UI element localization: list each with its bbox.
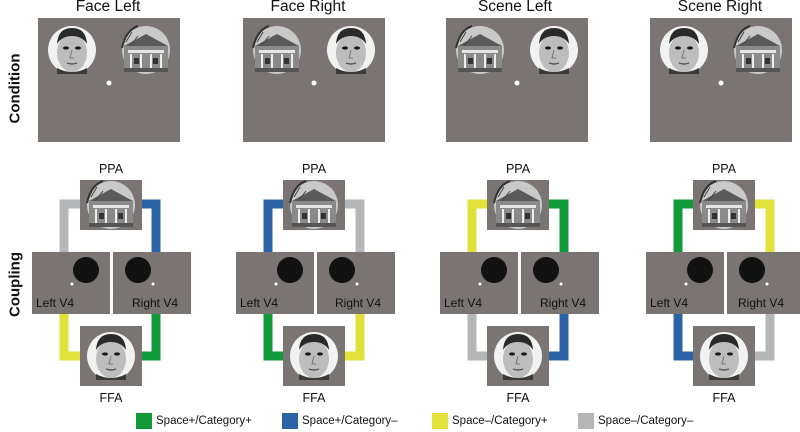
left-v4-label: Left V4 bbox=[650, 296, 689, 310]
attention-dot-icon bbox=[481, 257, 507, 283]
ffa-label: FFA bbox=[302, 391, 326, 405]
legend-item-space-neg-category-neg: Space–/Category– bbox=[578, 413, 693, 429]
ffa-label: FFA bbox=[99, 391, 123, 405]
coupling-line-ffa-right bbox=[340, 312, 365, 361]
coupling-line-ffa-left bbox=[673, 312, 698, 361]
legend-item-space-pos-category-neg: Space+/Category– bbox=[282, 413, 398, 429]
coupling-diagram-face-right bbox=[236, 180, 395, 386]
coupling-diagram-face-left bbox=[32, 180, 191, 386]
legend-label: Space–/Category+ bbox=[452, 415, 548, 428]
attention-dot-icon bbox=[329, 257, 355, 283]
attention-dot-icon bbox=[739, 257, 765, 283]
coupling-line-ppa-right bbox=[544, 199, 569, 256]
coupling-line-ffa-right bbox=[750, 312, 775, 361]
ppa-label: PPA bbox=[711, 162, 737, 176]
ppa-label: PPA bbox=[301, 162, 327, 176]
column-title-face-left: Face Left bbox=[75, 0, 141, 15]
coupling-line-ffa-left bbox=[263, 312, 288, 361]
face-stimulus-icon bbox=[699, 331, 749, 381]
legend-label: Space+/Category+ bbox=[156, 415, 252, 428]
legend-item-space-neg-category-pos: Space–/Category+ bbox=[432, 413, 548, 429]
right-v4-panel bbox=[727, 252, 800, 314]
ffa-label: FFA bbox=[506, 391, 530, 405]
condition-panel-face-right bbox=[243, 18, 385, 142]
legend-swatch bbox=[282, 413, 298, 429]
attention-dot-icon bbox=[687, 257, 713, 283]
fixation-dot-icon bbox=[106, 80, 112, 86]
scene-stimulus-icon bbox=[121, 25, 171, 75]
legend-label: Space–/Category– bbox=[598, 415, 694, 428]
ffa-label: FFA bbox=[712, 391, 736, 405]
column-title-face-right: Face Right bbox=[270, 0, 346, 15]
face-stimulus-icon bbox=[326, 25, 376, 75]
coupling-line-ppa-left bbox=[673, 199, 698, 256]
right-v4-label: Right V4 bbox=[738, 296, 785, 310]
legend-label: Space+/Category– bbox=[302, 415, 398, 428]
coupling-line-ppa-left bbox=[263, 199, 288, 256]
scene-stimulus-icon bbox=[699, 180, 749, 230]
attention-dot-icon bbox=[533, 257, 559, 283]
right-v4-label: Right V4 bbox=[132, 296, 179, 310]
attention-dot-icon bbox=[73, 257, 99, 283]
scene-stimulus-icon bbox=[733, 25, 783, 75]
coupling-line-ppa-left bbox=[59, 199, 84, 256]
coupling-line-ffa-left bbox=[467, 312, 492, 361]
coupling-line-ffa-left bbox=[59, 312, 84, 361]
attention-dot-icon bbox=[125, 257, 151, 283]
scene-stimulus-icon bbox=[289, 180, 339, 230]
scene-stimulus-icon bbox=[252, 25, 302, 75]
legend-swatch bbox=[578, 413, 594, 429]
attention-dot-icon bbox=[277, 257, 303, 283]
coupling-line-ppa-right bbox=[340, 199, 365, 256]
left-v4-label: Left V4 bbox=[36, 296, 75, 310]
scene-stimulus-icon bbox=[493, 180, 543, 230]
fixation-dot-icon bbox=[311, 80, 317, 86]
left-v4-label: Left V4 bbox=[240, 296, 279, 310]
coupling-diagram-scene-right bbox=[646, 180, 800, 386]
face-stimulus-icon bbox=[493, 331, 543, 381]
fixation-dot-icon bbox=[718, 80, 724, 86]
ppa-label: PPA bbox=[505, 162, 531, 176]
legend-item-space-pos-category-pos: Space+/Category+ bbox=[136, 413, 252, 429]
legend-swatch bbox=[136, 413, 152, 429]
coupling-line-ppa-left bbox=[467, 199, 492, 256]
fixation-dot-icon bbox=[514, 80, 520, 86]
face-stimulus-icon bbox=[289, 331, 339, 381]
coupling-diagram-scene-left bbox=[440, 180, 599, 386]
ppa-label: PPA bbox=[98, 162, 124, 176]
coupling-line-ffa-right bbox=[138, 312, 161, 361]
condition-panel-scene-right bbox=[650, 18, 792, 142]
condition-panel-face-left bbox=[38, 18, 180, 142]
right-v4-label: Right V4 bbox=[540, 296, 587, 310]
face-stimulus-icon bbox=[86, 331, 136, 381]
column-title-scene-right: Scene Right bbox=[677, 0, 763, 15]
coupling-line-ppa-right bbox=[138, 199, 161, 256]
coupling-line-ppa-right bbox=[750, 199, 775, 256]
right-v4-label: Right V4 bbox=[335, 296, 382, 310]
legend-swatch bbox=[432, 413, 448, 429]
face-stimulus-icon bbox=[47, 25, 97, 75]
scene-stimulus-icon bbox=[86, 180, 136, 230]
condition-panel-scene-left bbox=[446, 18, 588, 142]
face-stimulus-icon bbox=[659, 25, 709, 75]
coupling-line-ffa-right bbox=[544, 312, 569, 361]
scene-stimulus-icon bbox=[455, 25, 505, 75]
column-title-scene-left: Scene Left bbox=[477, 0, 553, 15]
face-stimulus-icon bbox=[529, 25, 579, 75]
left-v4-label: Left V4 bbox=[444, 296, 483, 310]
